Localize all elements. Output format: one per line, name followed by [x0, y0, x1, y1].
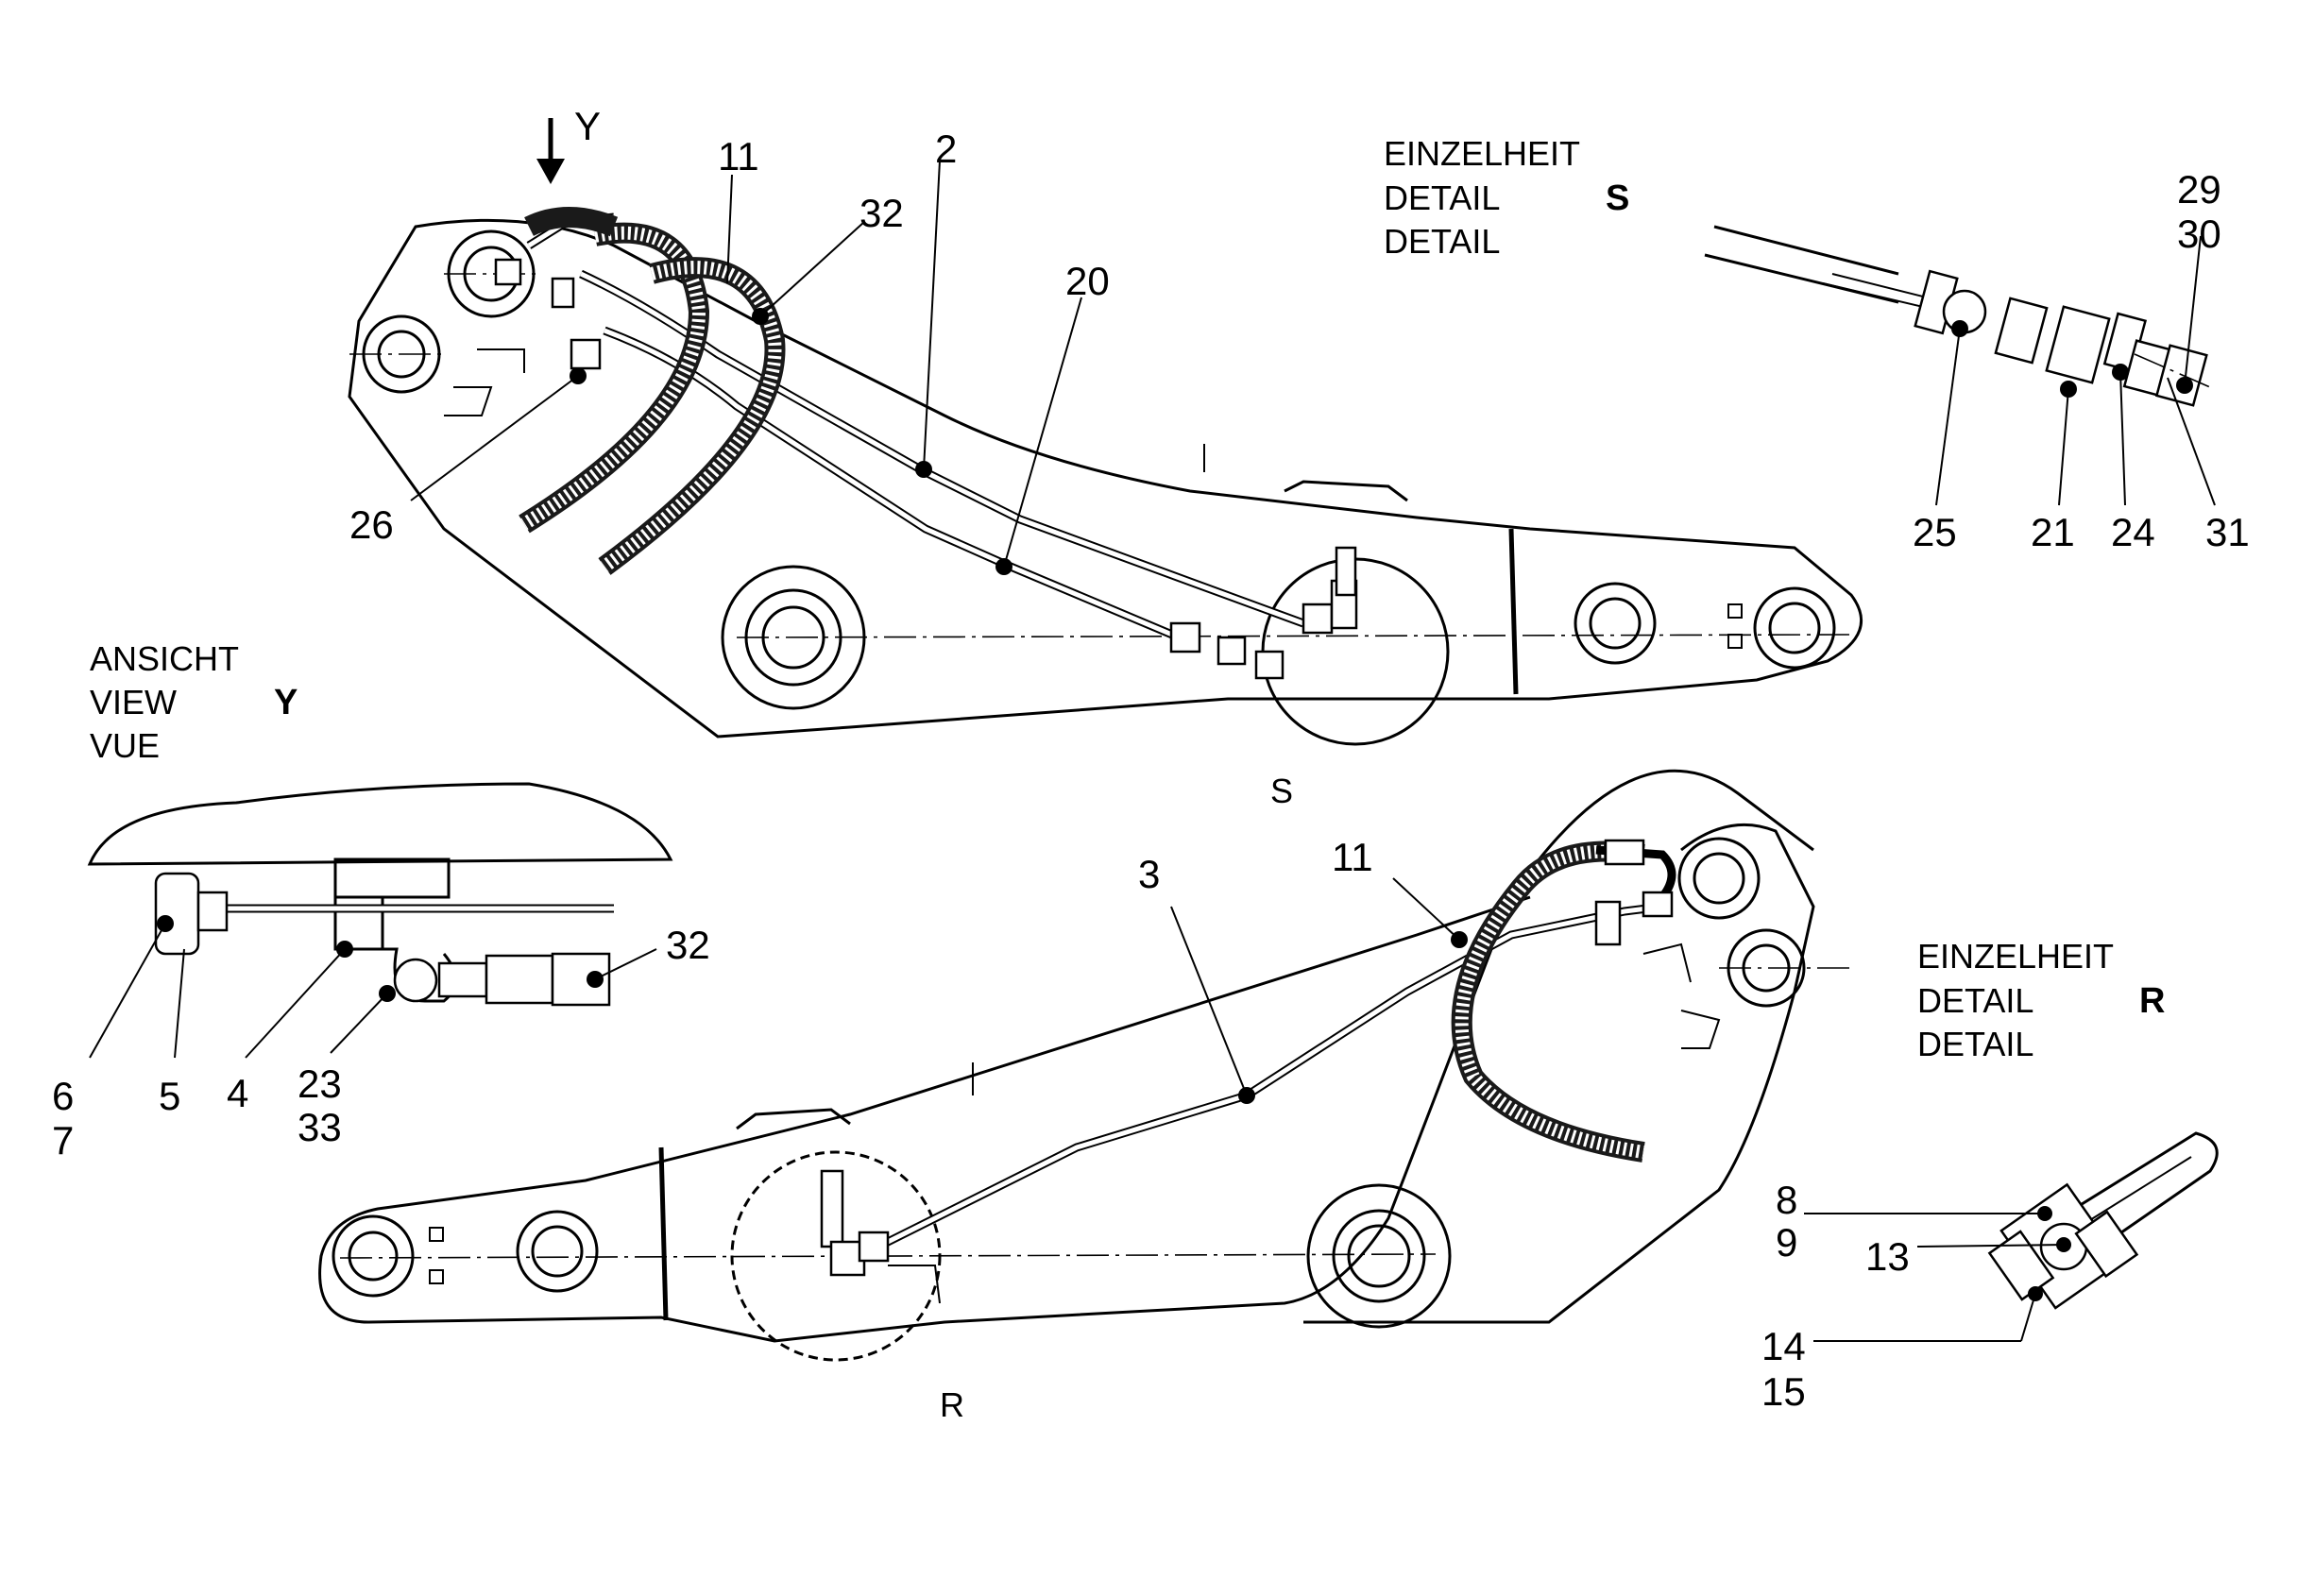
- arrow-y: [536, 118, 565, 184]
- part-5: 5: [159, 1074, 180, 1118]
- arrow-y-label: Y: [574, 104, 601, 148]
- view-y-line1: ANSICHT: [90, 639, 239, 678]
- part-6: 6: [52, 1074, 74, 1118]
- part-4: 4: [227, 1071, 248, 1115]
- part-30: 30: [2177, 212, 2221, 256]
- view-y-line2: VIEW: [90, 683, 177, 722]
- part-25: 25: [1913, 510, 1957, 554]
- part-9: 9: [1776, 1220, 1797, 1265]
- detail-r-line1: EINZELHEIT: [1917, 937, 2114, 976]
- part-11-upper: 11: [718, 134, 759, 178]
- part-20: 20: [1065, 259, 1110, 303]
- part-31: 31: [2205, 510, 2250, 554]
- part-8: 8: [1776, 1178, 1797, 1222]
- part-29: 29: [2177, 167, 2221, 212]
- detail-s-line3: DETAIL: [1384, 222, 1500, 261]
- part-33: 33: [298, 1105, 342, 1149]
- view-y-letter: Y: [274, 683, 298, 722]
- part-2: 2: [935, 127, 957, 171]
- labels: Y EINZELHEIT DETAIL DETAIL S EINZELHEIT …: [52, 104, 2250, 1424]
- part-26: 26: [349, 502, 394, 547]
- part-3: 3: [1138, 852, 1160, 896]
- detail-r-drawing: [1804, 1131, 2219, 1342]
- upper-leaders: [410, 160, 1082, 568]
- part-7: 7: [52, 1118, 74, 1163]
- detail-s-letter: S: [1606, 178, 1629, 218]
- detail-r-letter: R: [2139, 981, 2165, 1021]
- detail-s-drawing: [1704, 225, 2216, 506]
- part-23: 23: [298, 1061, 342, 1106]
- detail-r-line2: DETAIL: [1917, 981, 2033, 1020]
- view-y-drawing: [87, 782, 673, 1059]
- view-y-line3: VUE: [90, 726, 160, 765]
- part-24: 24: [2111, 510, 2155, 554]
- detail-s-line2: DETAIL: [1384, 178, 1500, 217]
- detail-s-line1: EINZELHEIT: [1384, 134, 1580, 173]
- part-21: 21: [2031, 510, 2075, 554]
- part-11-lower: 11: [1332, 835, 1373, 879]
- circle-s-label: S: [1270, 772, 1293, 810]
- upper-boom: [348, 207, 1863, 746]
- circle-r-label: R: [940, 1385, 964, 1424]
- part-14: 14: [1761, 1324, 1806, 1368]
- part-32-upper: 32: [859, 191, 904, 235]
- lower-boom: [318, 769, 1851, 1362]
- part-15: 15: [1761, 1369, 1806, 1414]
- part-13: 13: [1865, 1234, 1910, 1279]
- detail-r-line3: DETAIL: [1917, 1025, 2033, 1063]
- part-32-view: 32: [666, 923, 710, 967]
